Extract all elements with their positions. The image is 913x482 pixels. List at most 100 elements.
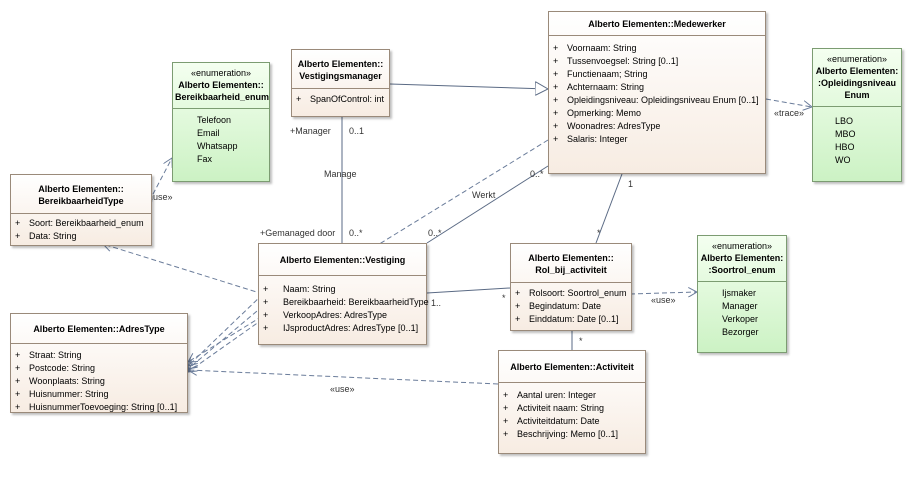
attribute-row: +Voornaam: String bbox=[553, 43, 637, 53]
manage-label: Manage bbox=[324, 169, 357, 179]
enum-literal: LBO bbox=[835, 116, 854, 126]
class-header: «enumeration» Alberto Elementen: :Soortr… bbox=[698, 236, 786, 282]
trace-edge bbox=[765, 98, 812, 107]
attribute-row: +Woonplaats: String bbox=[15, 376, 105, 386]
attribute-list: +Rolsoort: Soortrol_enum +Begindatum: Da… bbox=[511, 283, 631, 330]
manager-role-label: +Manager bbox=[290, 126, 331, 136]
literal-list: Telefoon Email Whatsapp Fax bbox=[173, 109, 269, 170]
attribute-row: +Functienaam; String bbox=[553, 69, 648, 79]
class-title: Alberto Elementen::Medewerker bbox=[588, 19, 726, 29]
attribute-row: +VerkoopAdres: AdresType bbox=[263, 310, 388, 320]
generalization-edge bbox=[389, 84, 548, 89]
class-header: Alberto Elementen::Medewerker bbox=[549, 12, 765, 36]
class-title-line1: Alberto Elementen:: bbox=[528, 253, 614, 263]
medewerker-rol-1-label: 1 bbox=[628, 179, 633, 189]
class-activiteit[interactable]: Alberto Elementen::Activiteit +Aantal ur… bbox=[498, 350, 646, 454]
class-title: Alberto Elementen::Activiteit bbox=[510, 362, 634, 372]
attribute-list: +Aantal uren: Integer +Activiteit naam: … bbox=[499, 383, 645, 445]
attribute-row: +Woonadres: AdresType bbox=[553, 121, 661, 131]
use-adres-label: «use» bbox=[330, 384, 355, 394]
enum-bereikbaarheid[interactable]: «enumeration» Alberto Elementen:: Bereik… bbox=[172, 62, 270, 182]
gemanaged-mult-label: 0..* bbox=[349, 228, 363, 238]
attribute-row: +Aantal uren: Integer bbox=[503, 390, 597, 400]
attribute-row: +Opleidingsniveau: Opleidingsniveau Enum… bbox=[553, 95, 759, 105]
class-title-line2: Vestigingsmanager bbox=[299, 71, 382, 81]
class-medewerker[interactable]: Alberto Elementen::Medewerker +Voornaam:… bbox=[548, 11, 766, 174]
use-adres-1-edge bbox=[188, 293, 264, 366]
class-header: Alberto Elementen::AdresType bbox=[11, 314, 187, 344]
class-title: Alberto Elementen::AdresType bbox=[33, 324, 165, 334]
literal-list: Ijsmaker Manager Verkoper Bezorger bbox=[698, 282, 786, 343]
werkt-association-edge bbox=[426, 165, 549, 244]
class-bereikbaarheidtype[interactable]: Alberto Elementen:: BereikbaarheidType +… bbox=[10, 174, 152, 246]
attribute-row: +Salaris: Integer bbox=[553, 134, 628, 144]
class-title-line2: BereikbaarheidType bbox=[38, 196, 124, 206]
class-header: Alberto Elementen:: BereikbaarheidType bbox=[11, 175, 151, 214]
class-header: Alberto Elementen::Activiteit bbox=[499, 351, 645, 383]
attribute-row: +Huisnummer: String bbox=[15, 389, 109, 399]
attribute-row: +Bereikbaarheid: BereikbaarheidType bbox=[263, 297, 429, 307]
attribute-list: +Straat: String +Postcode: String +Woonp… bbox=[11, 344, 187, 418]
enum-opleidingsniveau[interactable]: «enumeration» Alberto Elementen: :Opleid… bbox=[812, 48, 902, 182]
class-title-line2: Bereikbaarheid_enum bbox=[175, 92, 270, 102]
werkt-mult-top-label: 0..* bbox=[530, 169, 544, 179]
attribute-row: +Soort: Bereikbaarheid_enum bbox=[15, 218, 144, 228]
class-vestiging[interactable]: Alberto Elementen::Vestiging +Naam: Stri… bbox=[258, 243, 429, 345]
class-adrestype[interactable]: Alberto Elementen::AdresType +Straat: St… bbox=[10, 313, 188, 413]
attribute-list: +Naam: String +Bereikbaarheid: Bereikbaa… bbox=[259, 276, 429, 339]
class-rol-bij-activiteit[interactable]: Alberto Elementen:: Rol_bij_activiteit +… bbox=[510, 243, 632, 331]
class-header: Alberto Elementen::Vestiging bbox=[259, 244, 426, 276]
medewerker-rol-star-label: * bbox=[597, 228, 601, 238]
class-title-line2: :Opleidingsniveau bbox=[817, 78, 896, 88]
class-header: «enumeration» Alberto Elementen:: Bereik… bbox=[173, 63, 269, 109]
literal-list: LBO MBO HBO WO bbox=[813, 107, 901, 171]
enum-literal: Ijsmaker bbox=[722, 288, 757, 298]
enum-literal: Verkoper bbox=[722, 314, 759, 324]
use-soortrol-label: «use» bbox=[651, 295, 676, 305]
class-title-line2: :Soortrol_enum bbox=[708, 265, 776, 275]
werkt-label: Werkt bbox=[472, 190, 496, 200]
attribute-row: +Data: String bbox=[15, 231, 77, 241]
enum-literal: Bezorger bbox=[722, 327, 759, 337]
use-adres-3-edge bbox=[188, 318, 264, 372]
stereotype-label: «enumeration» bbox=[711, 241, 773, 251]
class-title-line1: Alberto Elementen: bbox=[815, 66, 899, 76]
use-adres-2-edge bbox=[188, 305, 264, 369]
use-bereikbaarheid-label: «use» bbox=[148, 192, 173, 202]
class-header: Alberto Elementen:: Rol_bij_activiteit bbox=[511, 244, 631, 283]
attribute-row: +Begindatum: Date bbox=[515, 301, 602, 311]
class-title-line1: Alberto Elementen:: bbox=[38, 184, 124, 194]
attribute-row: +IJsproductAdres: AdresType [0..1] bbox=[263, 323, 419, 333]
trace-label: «trace» bbox=[774, 108, 804, 118]
attribute-row: +Naam: String bbox=[263, 284, 336, 294]
attribute-row: +Activiteitdatum: Date bbox=[503, 416, 600, 426]
attribute-row: +Straat: String bbox=[15, 350, 82, 360]
enum-literal: Manager bbox=[722, 301, 758, 311]
use-soortrol-edge bbox=[629, 292, 697, 294]
class-title-line1: Alberto Elementen:: bbox=[297, 59, 384, 69]
attribute-row: +HuisnummerToevoeging: String [0..1] bbox=[15, 402, 178, 412]
werkt-mult-bottom-label: 0..* bbox=[428, 228, 442, 238]
attribute-row: +SpanOfControl: int bbox=[296, 94, 385, 104]
enum-literal: Email bbox=[197, 128, 220, 138]
attribute-row: +Tussenvoegsel: String [0..1] bbox=[553, 56, 679, 66]
enum-soortrol[interactable]: «enumeration» Alberto Elementen: :Soortr… bbox=[697, 235, 787, 353]
attribute-row: +Beschrijving: Memo [0..1] bbox=[503, 429, 619, 439]
attribute-list: +SpanOfControl: int bbox=[292, 89, 389, 110]
enum-literal: Telefoon bbox=[197, 115, 232, 125]
class-title-line1: Alberto Elementen:: bbox=[178, 80, 264, 90]
class-header: Alberto Elementen:: Vestigingsmanager bbox=[292, 50, 389, 89]
class-title-line3: Enum bbox=[844, 90, 870, 100]
class-header: «enumeration» Alberto Elementen: :Opleid… bbox=[813, 49, 901, 107]
enum-literal: Whatsapp bbox=[197, 141, 238, 151]
attribute-row: +Achternaam: String bbox=[553, 82, 645, 92]
use-bereikbaarheidtype-edge bbox=[103, 244, 264, 295]
enum-literal: WO bbox=[835, 155, 851, 165]
gemanaged-role-label: +Gemanaged door bbox=[260, 228, 335, 238]
vestiging-rol-edge bbox=[426, 287, 511, 294]
class-vestigingsmanager[interactable]: Alberto Elementen:: Vestigingsmanager +S… bbox=[291, 49, 390, 117]
stereotype-label: «enumeration» bbox=[190, 68, 252, 78]
attribute-list: +Voornaam: String +Tussenvoegsel: String… bbox=[549, 36, 765, 150]
attribute-row: +Einddatum: Date [0..1] bbox=[515, 314, 619, 324]
